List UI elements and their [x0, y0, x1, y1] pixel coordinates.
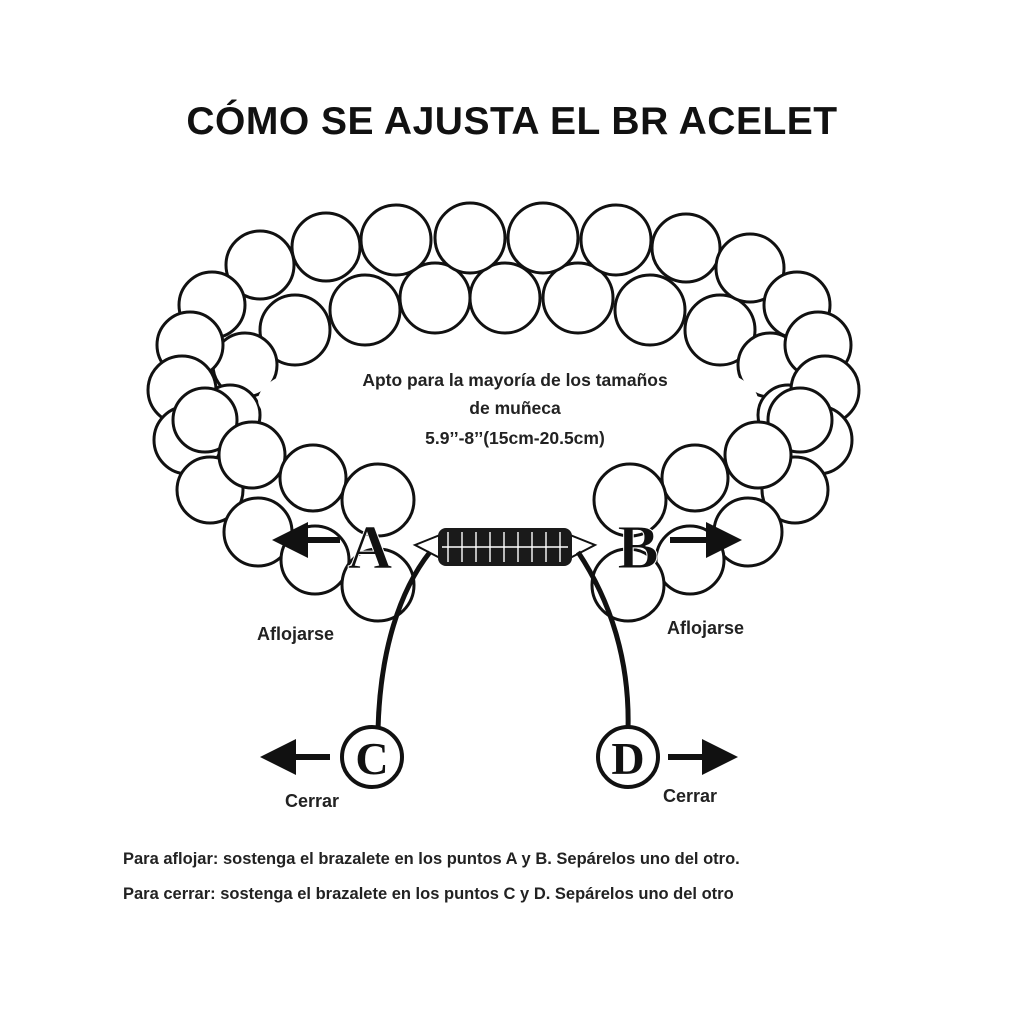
bead	[290, 211, 362, 283]
bead	[340, 547, 416, 623]
point-d-letter: D	[611, 733, 644, 784]
macrame-knot	[412, 528, 598, 566]
point-a-letter: A	[348, 514, 393, 582]
bead	[468, 261, 542, 335]
left-pull-cord	[375, 550, 432, 731]
bead	[359, 203, 433, 277]
fit-text-size-range: 5.9’’-8’’(15cm-20.5cm)	[425, 428, 605, 448]
bead	[433, 201, 507, 275]
bead	[683, 293, 757, 367]
top-bead-row	[224, 201, 786, 304]
loosen-label-left: Aflojarse	[257, 624, 335, 644]
bead	[650, 212, 722, 284]
bead	[592, 462, 668, 538]
bead	[340, 462, 416, 538]
loosen-label-right: Aflojarse	[667, 618, 745, 638]
left-bead-group	[146, 270, 416, 623]
bead	[723, 420, 793, 490]
bead	[171, 386, 239, 454]
bead	[660, 443, 730, 513]
bead	[579, 203, 653, 277]
bead	[224, 229, 296, 301]
close-label-left: Cerrar	[285, 791, 340, 811]
right-bead-group	[590, 270, 861, 623]
direction-arrows	[260, 522, 742, 775]
fit-text-line2: de muñeca	[469, 398, 561, 418]
bead	[541, 261, 615, 335]
bead	[714, 232, 786, 304]
bead	[398, 261, 472, 335]
bead	[506, 201, 580, 275]
loosen-instructions: Para aflojar: sostenga el brazalete en l…	[123, 850, 740, 868]
right-pull-cord	[575, 550, 631, 731]
bead	[654, 524, 726, 596]
bead	[278, 443, 348, 513]
bead	[279, 524, 351, 596]
close-instructions: Para cerrar: sostenga el brazalete en lo…	[123, 885, 734, 903]
fit-text-line1: Apto para la mayoría de los tamaños	[362, 370, 668, 390]
close-label-right: Cerrar	[663, 786, 718, 806]
point-c-circle	[340, 725, 404, 789]
bead	[258, 293, 332, 367]
point-b-letter: B	[617, 514, 658, 582]
bead	[613, 273, 687, 347]
point-d-circle	[596, 725, 660, 789]
bead	[217, 420, 287, 490]
bead	[590, 547, 666, 623]
page-title: CÓMO SE AJUSTA EL BR ACELET	[186, 100, 838, 143]
point-c-letter: C	[355, 733, 388, 784]
bead	[328, 273, 402, 347]
bracelet-opening	[258, 342, 758, 458]
